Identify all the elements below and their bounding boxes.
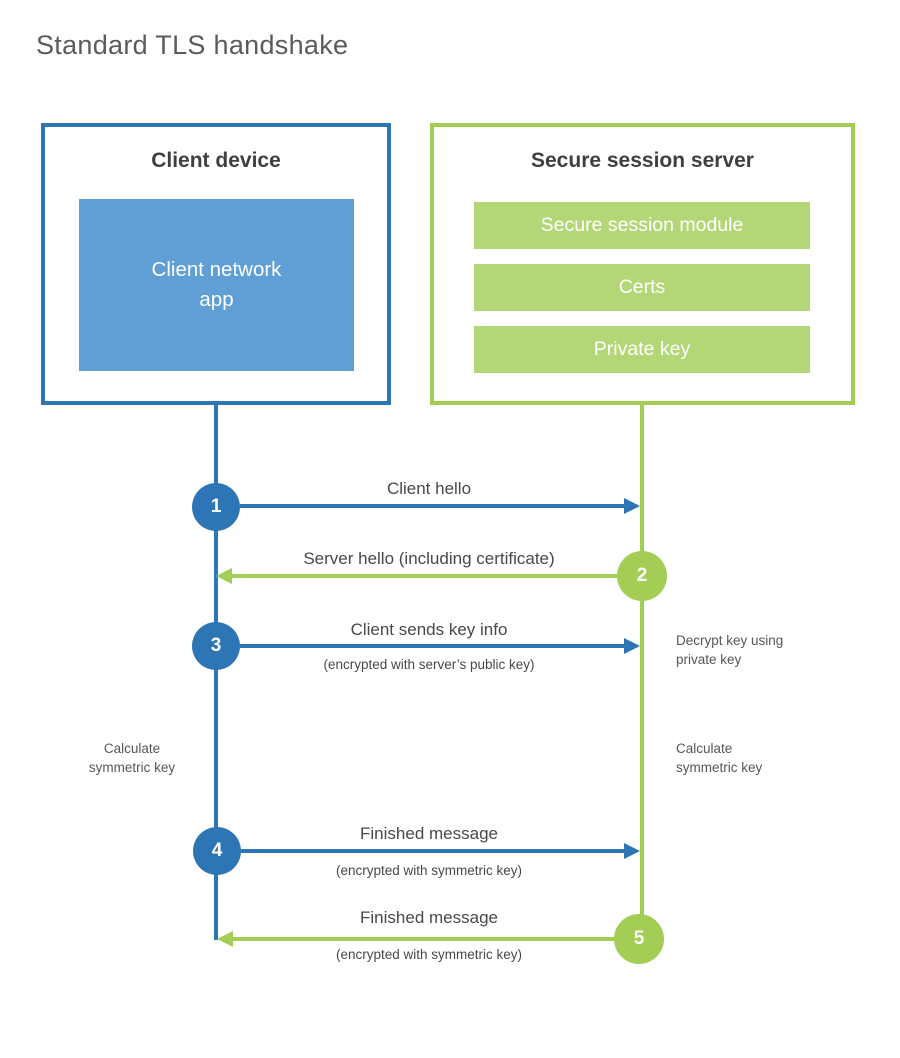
calculate-symmetric-key-note-server: Calculate symmetric key: [676, 741, 763, 775]
page-title: Standard TLS handshake: [36, 30, 349, 60]
arrow-shaft: [241, 849, 626, 853]
step-4-badge: 4: [193, 827, 241, 875]
arrowhead-left-icon: [217, 931, 233, 947]
step-2-badge: 2: [617, 551, 667, 601]
server-module-private-key: Private key: [474, 326, 810, 373]
step-3-badge: 3: [192, 622, 240, 670]
arrowhead-right-icon: [624, 843, 640, 859]
server-module-secure-session: Secure session module: [474, 202, 810, 249]
calculate-symmetric-key-note-client: Calculate symmetric key: [88, 741, 176, 775]
step-3-sublabel: (encrypted with server’s public key): [323, 657, 535, 672]
client-network-app-box: Client network app: [79, 199, 354, 371]
arrow-shaft: [240, 644, 626, 648]
decrypt-key-note: Decrypt key using private key: [676, 633, 784, 667]
step-1-label: Client hello: [386, 479, 472, 498]
arrowhead-right-icon: [624, 638, 640, 654]
step-5-label: Finished message: [360, 908, 498, 927]
client-lifeline: [214, 403, 218, 940]
arrow-shaft: [230, 574, 618, 578]
secure-session-server-heading: Secure session server: [531, 149, 754, 172]
client-device-heading: Client device: [151, 149, 281, 172]
step-5-badge: 5: [614, 914, 664, 964]
client-key-info-arrow: [240, 638, 640, 654]
server-finished-arrow: [217, 931, 614, 947]
step-1-badge: 1: [192, 483, 240, 531]
step-4-sublabel: (encrypted with symmetric key): [335, 863, 523, 878]
client-finished-arrow: [241, 843, 640, 859]
arrow-shaft: [231, 937, 614, 941]
client-network-app-label: Client network app: [151, 258, 282, 311]
client-hello-arrow: [240, 498, 640, 514]
step-4-label: Finished message: [360, 824, 498, 843]
arrowhead-left-icon: [216, 568, 232, 584]
server-lifeline: [640, 403, 644, 938]
step-2-label: Server hello (including certificate): [303, 549, 555, 568]
server-module-certs: Certs: [474, 264, 810, 311]
arrow-shaft: [240, 504, 626, 508]
step-5-sublabel: (encrypted with symmetric key): [335, 947, 523, 962]
server-hello-arrow: [216, 568, 618, 584]
step-3-label: Client sends key info: [350, 620, 508, 639]
arrowhead-right-icon: [624, 498, 640, 514]
